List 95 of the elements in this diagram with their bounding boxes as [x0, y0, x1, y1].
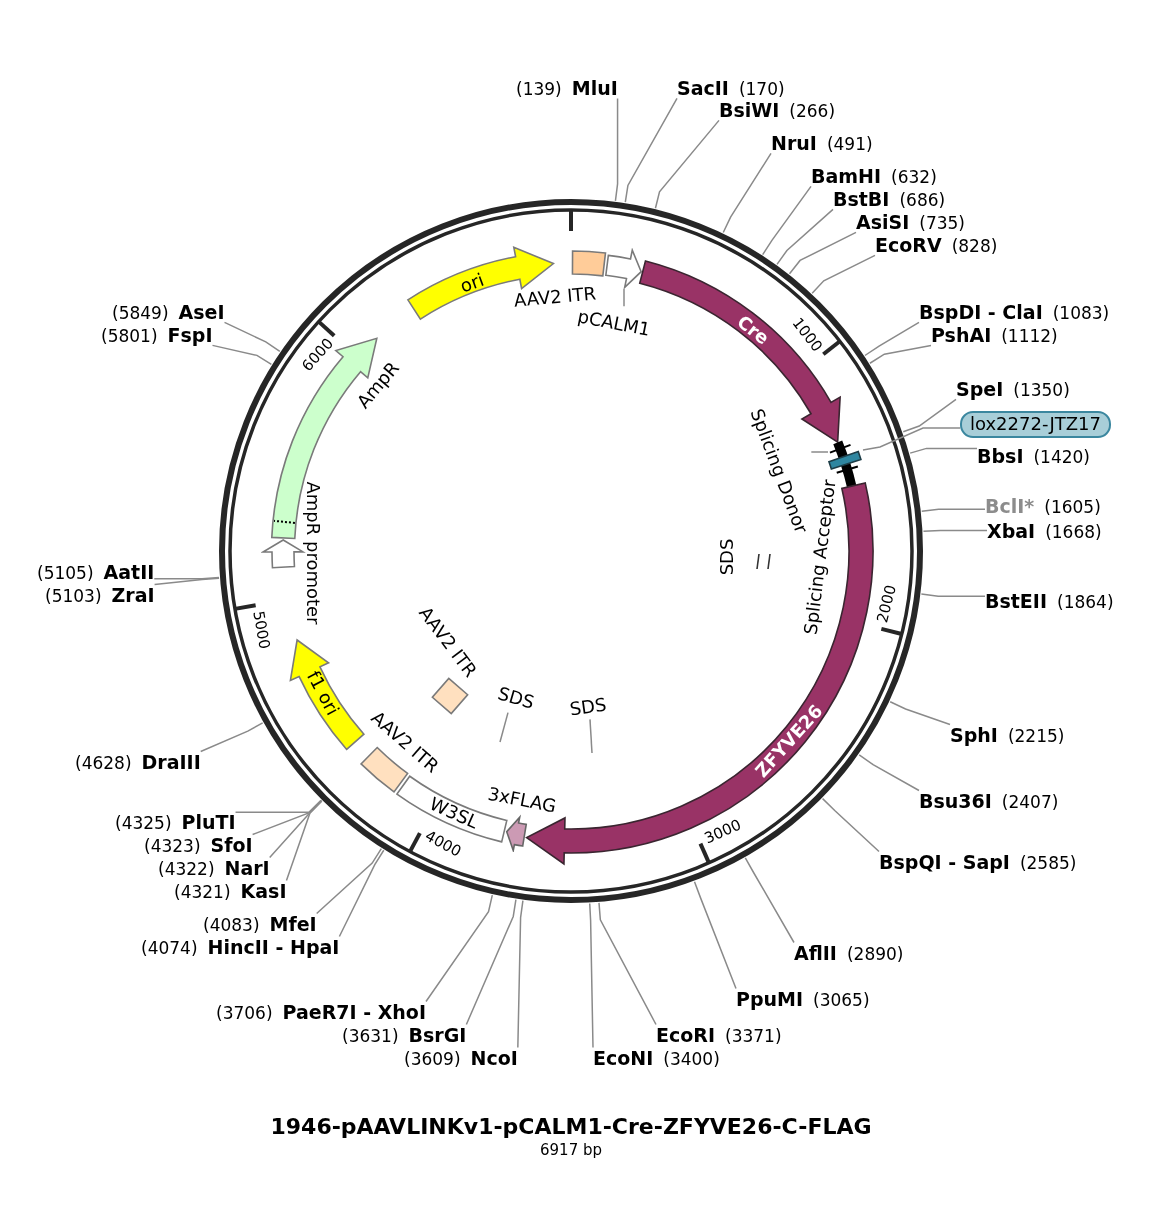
leader-line [862, 427, 961, 451]
restriction-site-label: (139) MluI [516, 77, 618, 99]
leader-line [624, 97, 678, 203]
feature-segment [288, 638, 366, 751]
leader-line [211, 344, 273, 366]
restriction-site-label: PshAI (1112) [931, 324, 1058, 346]
leader-line [858, 754, 920, 792]
restriction-site-label: NruI (491) [771, 132, 873, 154]
leader-line [864, 321, 920, 357]
leader-line [285, 800, 323, 882]
leader-line [517, 899, 524, 1049]
feature-segment [604, 248, 643, 289]
restriction-site-label: EcoRI (3371) [656, 1024, 782, 1046]
leader-line [921, 508, 986, 512]
restriction-site-label: EcoNI (3400) [593, 1047, 720, 1069]
restriction-site-label: (4323) SfoI [144, 834, 253, 856]
leader-line [499, 711, 509, 743]
feature-box [827, 450, 863, 471]
scale-number: 5000 [250, 610, 272, 651]
feature-label: ori [457, 269, 487, 297]
leader-line [199, 722, 264, 753]
leader-line [153, 577, 220, 586]
leader-line [465, 898, 517, 1026]
leader-line [761, 185, 812, 256]
leader-line [588, 902, 594, 1049]
restriction-site-label: BstBI (686) [833, 188, 946, 210]
restriction-site-label: BspQI - SapI (2585) [879, 851, 1077, 873]
restriction-site-label: (3706) PaeR7I - XhoI [216, 1001, 426, 1023]
leader-line [722, 152, 772, 234]
map-caption: 6917 bp [540, 1141, 602, 1159]
leader-line [922, 529, 988, 533]
feature-label: 3xFLAG [486, 783, 558, 817]
restriction-site-label: AsiSI (735) [856, 211, 965, 233]
leader-line [223, 321, 281, 353]
leader-line [920, 593, 986, 597]
restriction-site-label: SpeI (1350) [956, 378, 1070, 400]
restriction-site-label: (5103) ZraI [45, 584, 155, 606]
leader-line [614, 97, 619, 202]
restriction-site-label: EcoRV (828) [875, 234, 998, 256]
leader-line [589, 718, 593, 754]
leader-line [425, 894, 494, 1003]
leader-line [902, 398, 957, 433]
feature-label: SDS [717, 538, 737, 576]
restriction-site-label: BbsI (1420) [977, 445, 1090, 467]
leader-line [821, 797, 880, 853]
restriction-site-label: (5849) AseI [112, 301, 225, 323]
restriction-site-label: (4628) DraIII [75, 751, 201, 773]
leader-line [654, 119, 720, 209]
leader-line [744, 857, 795, 944]
label-tag: lox2272-JTZ17 [960, 411, 1111, 438]
restriction-site-label: BamHI (632) [811, 165, 937, 187]
leader-line [234, 799, 322, 813]
leader-line [889, 701, 951, 726]
feature-label: SDS [495, 683, 537, 713]
restriction-site-label: SphI (2215) [950, 724, 1065, 746]
feature-label: f1 ori [303, 667, 343, 719]
restriction-site-label: BspDI - ClaI (1083) [919, 301, 1110, 323]
restriction-site-label: (3631) BsrGI [342, 1024, 467, 1046]
leader-line [338, 849, 385, 938]
feature-label: SDS [568, 694, 608, 720]
leader-line [811, 254, 876, 294]
restriction-site-label: (4325) PluTI [115, 811, 236, 833]
restriction-site-label: BsiWI (266) [719, 99, 836, 121]
map-title: 1946-pAAVLINKv1-pCALM1-Cre-ZFYVE26-C-FLAG [270, 1114, 872, 1140]
restriction-site-label: (5105) AatII [37, 561, 155, 583]
scale-number: 4000 [422, 828, 464, 860]
leader-line [623, 288, 625, 308]
restriction-site-label: (4074) HincII - HpaI [141, 936, 340, 958]
restriction-site-label: (5801) FspI [101, 324, 213, 346]
leader-line [776, 208, 834, 266]
leader-line [251, 799, 323, 836]
feature-segment [270, 336, 403, 540]
leader-line [788, 231, 857, 275]
restriction-site-label: AflII (2890) [794, 942, 904, 964]
restriction-site-label: (3609) NcoI [404, 1047, 518, 1069]
scale-number: 3000 [703, 817, 744, 847]
restriction-site-label: SacII (170) [677, 77, 785, 99]
leader-line [869, 344, 932, 364]
restriction-site-label: BclI* (1605) [985, 495, 1101, 517]
restriction-site-label: (4321) KasI [174, 880, 287, 902]
leader-line [693, 880, 737, 990]
leader-line [810, 451, 829, 453]
restriction-site-label: BstEII (1864) [985, 590, 1114, 612]
feature-label: AmpR promoter [303, 481, 323, 625]
leader-line [598, 902, 657, 1026]
restriction-site-label: (4083) MfeI [203, 913, 317, 935]
leader-line [315, 847, 383, 915]
feature-label: Cre [733, 311, 773, 349]
leader-line [153, 576, 220, 580]
leader-line [909, 447, 978, 454]
scale-number: 2000 [874, 583, 899, 625]
restriction-site-label: XbaI (1668) [987, 520, 1102, 542]
restriction-site-label: PpuMI (3065) [736, 988, 870, 1010]
restriction-site-label: Bsu36I (2407) [919, 790, 1059, 812]
restriction-site-label: (4322) NarI [158, 857, 270, 879]
